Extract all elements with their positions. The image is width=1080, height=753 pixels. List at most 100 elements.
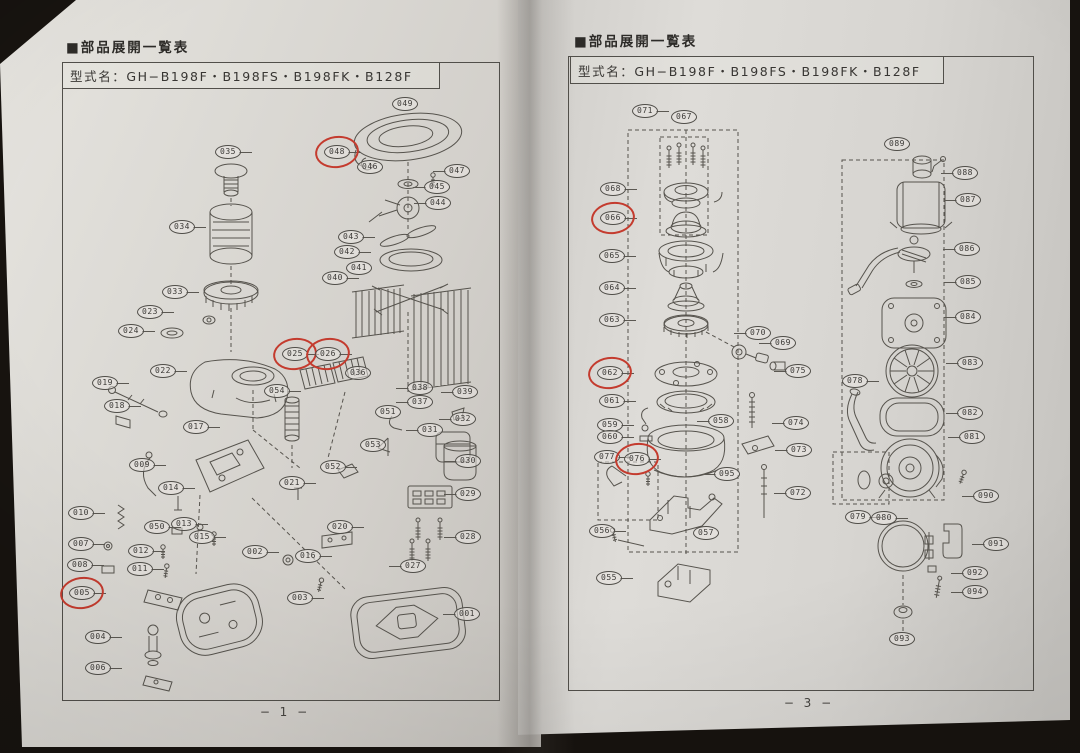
leader-line xyxy=(344,467,357,468)
part-callout-006: 006 xyxy=(85,661,111,675)
part-callout-004: 004 xyxy=(85,630,111,644)
page-3-title: ■部品展開一覧表 xyxy=(574,34,698,50)
leader-line xyxy=(161,312,174,313)
part-callout-026: 026 xyxy=(315,347,341,361)
part-callout-092: 092 xyxy=(962,566,988,580)
leader-line xyxy=(621,373,634,374)
leader-line xyxy=(613,531,626,532)
leader-line xyxy=(620,578,633,579)
part-callout-068: 068 xyxy=(600,182,626,196)
part-callout-011: 011 xyxy=(127,562,153,576)
leader-line xyxy=(128,406,141,407)
leader-line xyxy=(444,461,457,462)
part-callout-065: 065 xyxy=(599,249,625,263)
part-callout-094: 094 xyxy=(962,585,988,599)
part-callout-003: 003 xyxy=(287,591,313,605)
leader-line xyxy=(174,371,187,372)
red-circle-annotation xyxy=(312,133,362,171)
part-callout-009: 009 xyxy=(129,458,155,472)
part-callout-076: 076 xyxy=(624,452,650,466)
leader-line xyxy=(624,218,637,219)
leader-line xyxy=(92,513,105,514)
leader-line xyxy=(91,565,104,566)
leader-line xyxy=(396,388,409,389)
red-circle-annotation xyxy=(612,440,662,478)
part-callout-017: 017 xyxy=(183,420,209,434)
leader-line xyxy=(623,256,636,257)
part-callout-041: 041 xyxy=(346,261,372,275)
part-callout-020: 020 xyxy=(327,520,353,534)
part-callout-083: 083 xyxy=(957,356,983,370)
part-callout-063: 063 xyxy=(599,313,625,327)
part-callout-061: 061 xyxy=(599,394,625,408)
leader-line xyxy=(239,152,252,153)
part-callout-055: 055 xyxy=(596,571,622,585)
part-callout-035: 035 xyxy=(215,145,241,159)
page-1-model-label: 型式名：GH−B198F・B198FS・B198FK・B128F xyxy=(70,69,413,84)
part-callout-008: 008 xyxy=(67,558,93,572)
page-1-title: ■部品展開一覧表 xyxy=(66,40,190,56)
part-callout-090: 090 xyxy=(973,489,999,503)
part-callout-087: 087 xyxy=(955,193,981,207)
leader-line xyxy=(306,354,319,355)
part-callout-053: 053 xyxy=(360,438,386,452)
part-callout-023: 023 xyxy=(137,305,163,319)
part-callout-072: 072 xyxy=(785,486,811,500)
part-callout-051: 051 xyxy=(375,405,401,419)
part-callout-066: 066 xyxy=(600,211,626,225)
part-callout-070: 070 xyxy=(745,326,771,340)
part-callout-033: 033 xyxy=(162,285,188,299)
part-callout-037: 037 xyxy=(407,395,433,409)
leader-line xyxy=(703,474,716,475)
leader-line xyxy=(186,292,199,293)
part-callout-074: 074 xyxy=(783,416,809,430)
leader-line xyxy=(948,437,961,438)
leader-line xyxy=(962,496,975,497)
leader-line xyxy=(142,331,155,332)
part-callout-084: 084 xyxy=(955,310,981,324)
leader-line xyxy=(319,556,332,557)
leader-line xyxy=(116,383,129,384)
part-callout-032: 032 xyxy=(450,412,476,426)
part-callout-001: 001 xyxy=(454,607,480,621)
leader-line xyxy=(443,614,456,615)
part-callout-022: 022 xyxy=(150,364,176,378)
page-3-model-box: 型式名：GH−B198F・B198FS・B198FK・B128F xyxy=(570,56,944,84)
part-callout-038: 038 xyxy=(407,381,433,395)
part-callout-067: 067 xyxy=(671,110,697,124)
part-callout-093: 093 xyxy=(889,632,915,646)
part-callout-088: 088 xyxy=(952,166,978,180)
part-callout-058: 058 xyxy=(708,414,734,428)
red-circle-annotation xyxy=(57,574,107,612)
leader-line xyxy=(944,200,957,201)
leader-line xyxy=(213,537,226,538)
leader-line xyxy=(109,668,122,669)
part-callout-050: 050 xyxy=(144,520,170,534)
red-circle-annotation xyxy=(303,335,353,373)
part-callout-042: 042 xyxy=(334,245,360,259)
leader-line xyxy=(303,483,316,484)
leader-line xyxy=(348,152,361,153)
part-callout-036: 036 xyxy=(345,366,371,380)
part-callout-064: 064 xyxy=(599,281,625,295)
part-callout-079: 079 xyxy=(845,510,871,524)
part-callout-089: 089 xyxy=(884,137,910,151)
part-callout-015: 015 xyxy=(189,530,215,544)
leader-line xyxy=(972,544,985,545)
part-callout-044: 044 xyxy=(425,196,451,210)
leader-line xyxy=(697,421,710,422)
leader-line xyxy=(152,551,165,552)
leader-line xyxy=(207,427,220,428)
leader-line xyxy=(946,363,959,364)
part-callout-085: 085 xyxy=(955,275,981,289)
part-callout-030: 030 xyxy=(455,454,481,468)
leader-line xyxy=(182,488,195,489)
leader-line xyxy=(339,354,352,355)
leader-line xyxy=(944,317,957,318)
leader-line xyxy=(93,593,106,594)
leader-line xyxy=(951,592,964,593)
page-1-model-box: 型式名：GH−B198F・B198FS・B198FK・B128F xyxy=(62,62,440,89)
page-3-number: − 3 − xyxy=(783,696,835,710)
leader-line xyxy=(444,494,457,495)
